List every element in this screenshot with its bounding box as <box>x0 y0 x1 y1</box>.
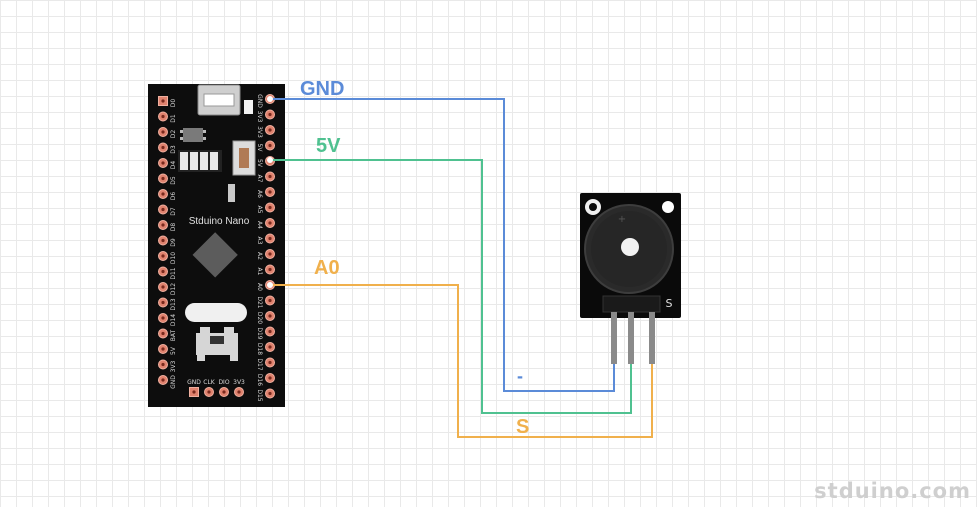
pin-label-d9: D9 <box>170 238 177 247</box>
pin-label-d11: D11 <box>170 267 177 279</box>
gnd-label: GND <box>300 78 344 100</box>
pin-label-d19: D19 <box>256 327 263 339</box>
pin-label-a4: A4 <box>256 221 263 229</box>
bottom-pin-label-gnd: GND <box>187 379 201 386</box>
pin-label-d1: D1 <box>170 114 177 123</box>
pin-label-a1: A1 <box>256 268 263 276</box>
pin-label-a6: A6 <box>256 190 263 198</box>
pin-label-a5: A5 <box>256 206 263 214</box>
right-pin-header: GND 3V3 3V3 5V 5V A7A6A5A4A3A2A1A0D21D20D19D1… <box>256 94 275 402</box>
module-pin-vcc <box>628 312 634 364</box>
pin-label-d20: D20 <box>256 312 263 324</box>
pin-label-d18: D18 <box>256 343 263 355</box>
pin-label-d14: D14 <box>170 314 177 326</box>
pin-label-3v3: 3V3 <box>256 126 263 138</box>
module-pin-label: S <box>666 297 673 310</box>
pin-label-d0: D0 <box>170 99 177 108</box>
module-pin-signal <box>649 312 655 364</box>
pin-label-d21: D21 <box>256 296 263 308</box>
pin-label-5v: 5V <box>256 144 263 153</box>
pin-label-d12: D12 <box>170 283 177 295</box>
pin-label-gnd: GND <box>170 375 177 389</box>
pin-label-d7: D7 <box>170 207 177 216</box>
wires <box>267 96 653 438</box>
pin-label-d8: D8 <box>170 223 177 232</box>
pin-label-d2: D2 <box>170 130 177 139</box>
gnd-wire <box>270 98 615 392</box>
pin-label-d16: D16 <box>256 374 263 386</box>
svg-text:+: + <box>618 214 626 225</box>
pin-label-5v: 5V <box>170 346 177 355</box>
pin-label-d3: D3 <box>170 145 177 154</box>
a0-label: A0 <box>314 257 340 279</box>
pin-label-bat: BAT <box>170 329 177 341</box>
buzzer-module: + S <box>580 193 681 364</box>
pin-label-d15: D15 <box>256 389 263 401</box>
pin-label-a2: A2 <box>256 252 263 260</box>
bottom-pin-label-dio: DIO <box>218 379 229 386</box>
pin-label-d5: D5 <box>170 176 177 185</box>
signal-pin-label: S <box>516 416 529 438</box>
crystal <box>185 303 247 322</box>
bottom-pin-label-clk: CLK <box>203 379 216 386</box>
watermark: stduino.com <box>814 479 971 503</box>
stduino-nano-board: Stduino Nano D0D1D2D3D4D5D6D7D8D9D10D11D… <box>148 84 285 407</box>
pin-label-d4: D4 <box>170 161 177 170</box>
pin-label-d6: D6 <box>170 192 177 201</box>
pin-label-5v: 5V <box>256 159 263 168</box>
5v-wire <box>270 159 632 414</box>
pin-label-3v3: 3V3 <box>256 111 263 123</box>
pin-label-3v3: 3V3 <box>170 360 177 372</box>
regulator-chip <box>183 128 203 142</box>
minus-pin-label: - <box>517 366 523 386</box>
pin-label-a3: A3 <box>256 237 263 245</box>
pin-label-d17: D17 <box>256 358 263 370</box>
pin-label-d10: D10 <box>170 252 177 264</box>
module-pin-minus <box>611 312 617 364</box>
a0-wire <box>270 284 653 438</box>
5v-label: 5V <box>316 135 341 157</box>
resistor-array <box>178 150 222 172</box>
board-name: Stduino Nano <box>189 216 250 227</box>
pin-label-d13: D13 <box>170 298 177 310</box>
pin-label-a0: A0 <box>256 283 263 291</box>
led <box>244 100 253 114</box>
pin-label-a7: A7 <box>256 175 263 183</box>
mcu-chip <box>192 232 238 278</box>
pin-label-gnd: GND <box>256 94 263 108</box>
pin-header <box>602 295 661 313</box>
bottom-pin-label-3v3: 3V3 <box>233 379 245 386</box>
